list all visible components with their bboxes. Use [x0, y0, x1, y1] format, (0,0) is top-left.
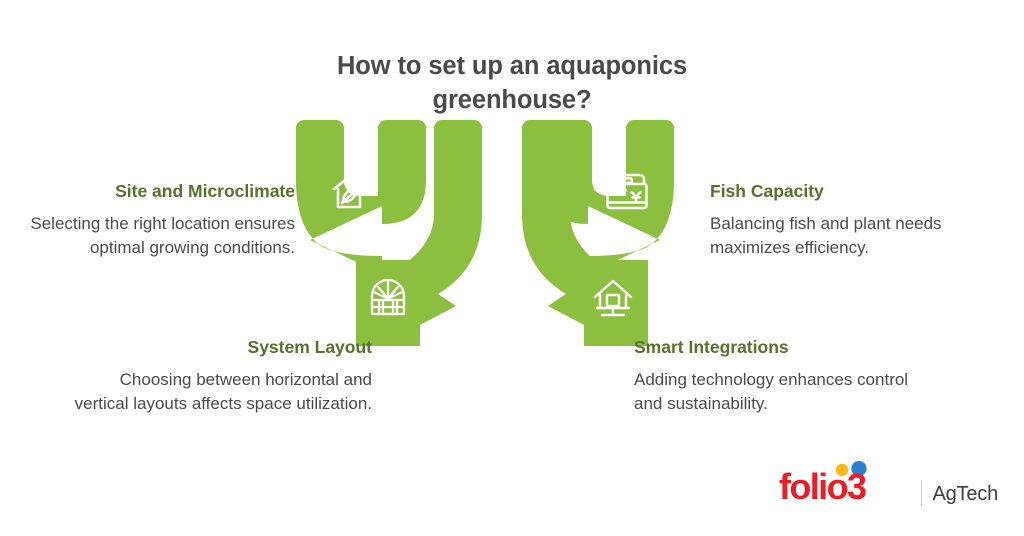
logo-dot-yellow: [836, 463, 849, 477]
logo-suffix: AgTech: [932, 483, 998, 505]
arrow-diagram: [296, 118, 708, 350]
aquarium-tank-icon: [606, 173, 648, 210]
item-body: Balancing fish and plant needs maximizes…: [710, 213, 942, 257]
item-body: Adding technology enhances control and s…: [634, 369, 909, 413]
item-heading: Fish Capacity: [710, 181, 824, 201]
item-fish-capacity: Fish Capacity Balancing fish and plant n…: [710, 181, 1000, 260]
item-system-layout: System Layout Choosing between horizonta…: [66, 337, 372, 416]
svg-text:folio3: folio3: [779, 466, 866, 503]
logo-divider: [921, 480, 923, 506]
arrow-lower-right: [522, 120, 648, 346]
logo-dot-blue: [851, 460, 868, 477]
item-heading: Site and Microclimate: [115, 181, 295, 201]
item-body: Selecting the right location ensures opt…: [30, 213, 295, 257]
item-heading: System Layout: [247, 337, 372, 357]
brand-logo: folio3 AgTech: [779, 460, 998, 508]
item-smart-integrations: Smart Integrations Adding technology enh…: [634, 337, 934, 416]
arched-greenhouse-icon: [370, 278, 406, 316]
arrow-upper-right: [544, 120, 674, 274]
house-leaf-icon: [332, 175, 366, 209]
greenhouse-bench-icon: [593, 279, 633, 317]
folio3-wordmark: folio3: [779, 460, 911, 508]
arrow-lower-left: [356, 120, 482, 346]
item-site-and-microclimate: Site and Microclimate Selecting the righ…: [20, 181, 295, 260]
item-heading: Smart Integrations: [634, 337, 789, 357]
item-body: Choosing between horizontal and vertical…: [74, 369, 372, 413]
page-title: How to set up an aquaponics greenhouse?: [336, 52, 688, 114]
